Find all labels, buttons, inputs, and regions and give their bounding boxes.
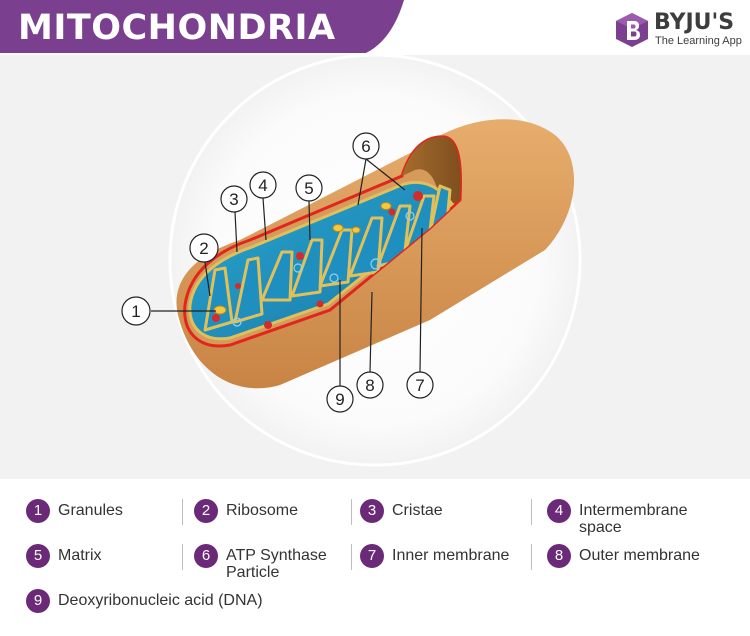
legend-item-ribosome: 2 Ribosome [194,499,298,523]
legend-number-badge: 5 [26,544,50,568]
ribosome-particles [212,191,423,329]
callout-number: 2 [199,239,208,258]
legend-label: Granules [58,502,123,519]
legend-number-badge: 1 [26,499,50,523]
callout-4: 4 [249,171,277,199]
legend-item-cristae: 3 Cristae [360,499,443,523]
legend-number-badge: 4 [547,499,571,523]
callout-markers: 1 2 3 4 5 6 7 8 9 [121,132,434,413]
callout-7: 7 [406,371,434,399]
legend-item-dna: 9 Deoxyribonucleic acid (DNA) [26,589,263,613]
legend-label: Matrix [58,547,102,564]
legend-number-badge: 3 [360,499,384,523]
legend-number-badge: 7 [360,544,384,568]
legend-label: ATP Synthase Particle [226,547,327,581]
legend-label: Cristae [392,502,443,519]
legend-item-intermembrane-space: 4 Intermembrane space [547,499,727,536]
callout-9: 9 [326,385,354,413]
callout-2: 2 [189,233,219,263]
callout-number: 4 [258,176,267,195]
brand-tagline: The Learning App [655,35,742,47]
byjus-logo: BYJU'S The Learning App [614,10,744,50]
legend-item-atp-synthase-particle: 6 ATP Synthase Particle [194,544,346,581]
callout-number: 5 [304,179,313,198]
legend-label: Deoxyribonucleic acid (DNA) [58,592,263,609]
legend-label: Intermembrane space [579,502,688,536]
legend-number-badge: 8 [547,544,571,568]
byjus-b-logo-icon [616,13,648,47]
title-banner [0,0,404,53]
callout-number: 9 [335,390,344,409]
legend-item-granules: 1 Granules [26,499,123,523]
legend-separator [182,544,183,570]
callout-number: 3 [229,190,238,209]
callout-8: 8 [356,371,384,399]
legend-separator [531,544,532,570]
legend-item-matrix: 5 Matrix [26,544,102,568]
dna-strands [232,211,415,327]
callout-5: 5 [295,174,323,202]
callout-number: 6 [361,137,370,156]
callout-lines [151,158,423,386]
legend-number-badge: 9 [26,589,50,613]
legend-label: Outer membrane [579,547,700,564]
brand-name: BYJU'S [654,10,735,35]
callout-1: 1 [121,296,151,326]
legend-separator [351,544,352,570]
callout-6: 6 [352,132,380,160]
legend-number-badge: 2 [194,499,218,523]
legend-label: Inner membrane [392,547,510,564]
legend: 1 Granules 2 Ribosome 3 Cristae 4 Interm… [0,484,750,636]
legend-separator [531,499,532,525]
callout-number: 8 [365,376,374,395]
legend-number-badge: 6 [194,544,218,568]
callout-number: 1 [131,302,140,321]
legend-separator [182,499,183,525]
legend-item-outer-membrane: 8 Outer membrane [547,544,700,568]
legend-separator [351,499,352,525]
callout-3: 3 [220,185,248,213]
legend-label: Ribosome [226,502,299,519]
legend-item-inner-membrane: 7 Inner membrane [360,544,509,568]
page-title: MITOCHONDRIA [18,8,336,48]
mitochondria-diagram: 1 2 3 4 5 6 7 8 9 [121,55,582,467]
callout-number: 7 [415,376,424,395]
granule-particles [213,202,392,315]
